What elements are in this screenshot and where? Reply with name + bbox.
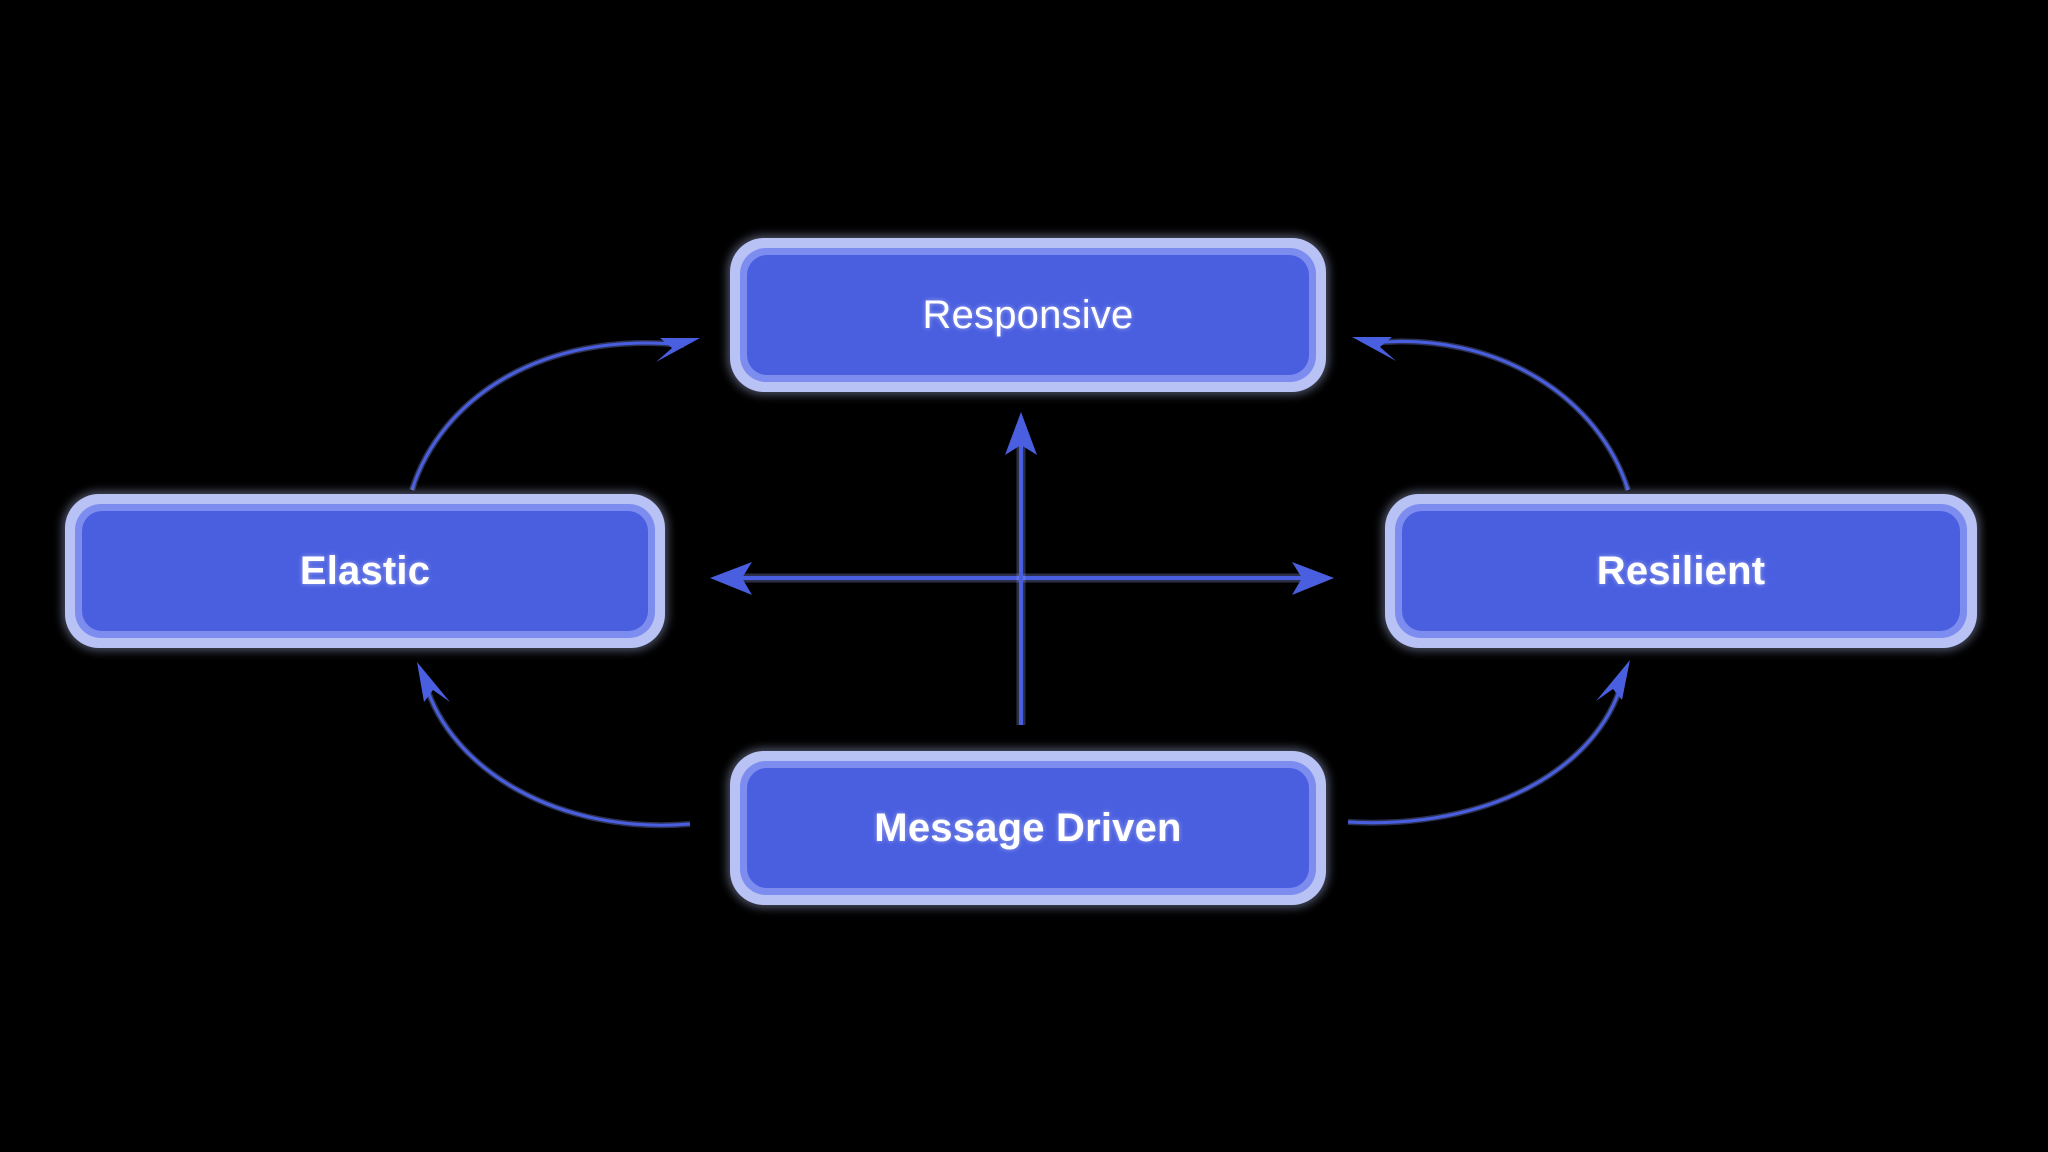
node-responsive-ring: Responsive [740, 248, 1316, 382]
node-resilient-fill: Resilient [1402, 511, 1960, 631]
node-responsive-fill: Responsive [747, 255, 1309, 375]
node-message-driven[interactable]: Message Driven [730, 751, 1326, 905]
node-message-driven-fill: Message Driven [747, 768, 1309, 888]
node-resilient[interactable]: Resilient [1385, 494, 1977, 648]
node-message-driven-ring: Message Driven [740, 761, 1316, 895]
node-responsive-label: Responsive [922, 293, 1134, 337]
node-elastic-label: Elastic [299, 549, 431, 593]
node-responsive[interactable]: Responsive [730, 238, 1326, 392]
connector-elastic-to-responsive [409, 338, 700, 491]
node-message-driven-label: Message Driven [874, 806, 1182, 850]
node-elastic-ring: Elastic [75, 504, 655, 638]
connector-message-driven-to-resilient [1347, 660, 1630, 826]
connector-resilient-to-responsive [1352, 337, 1631, 491]
connector-horizontal-axis [710, 562, 1334, 595]
node-elastic-fill: Elastic [82, 511, 648, 631]
node-resilient-ring: Resilient [1395, 504, 1967, 638]
node-elastic[interactable]: Elastic [65, 494, 665, 648]
connector-vertical-axis [1005, 412, 1037, 725]
node-resilient-label: Resilient [1596, 549, 1766, 593]
connector-message-driven-to-elastic [417, 662, 691, 829]
